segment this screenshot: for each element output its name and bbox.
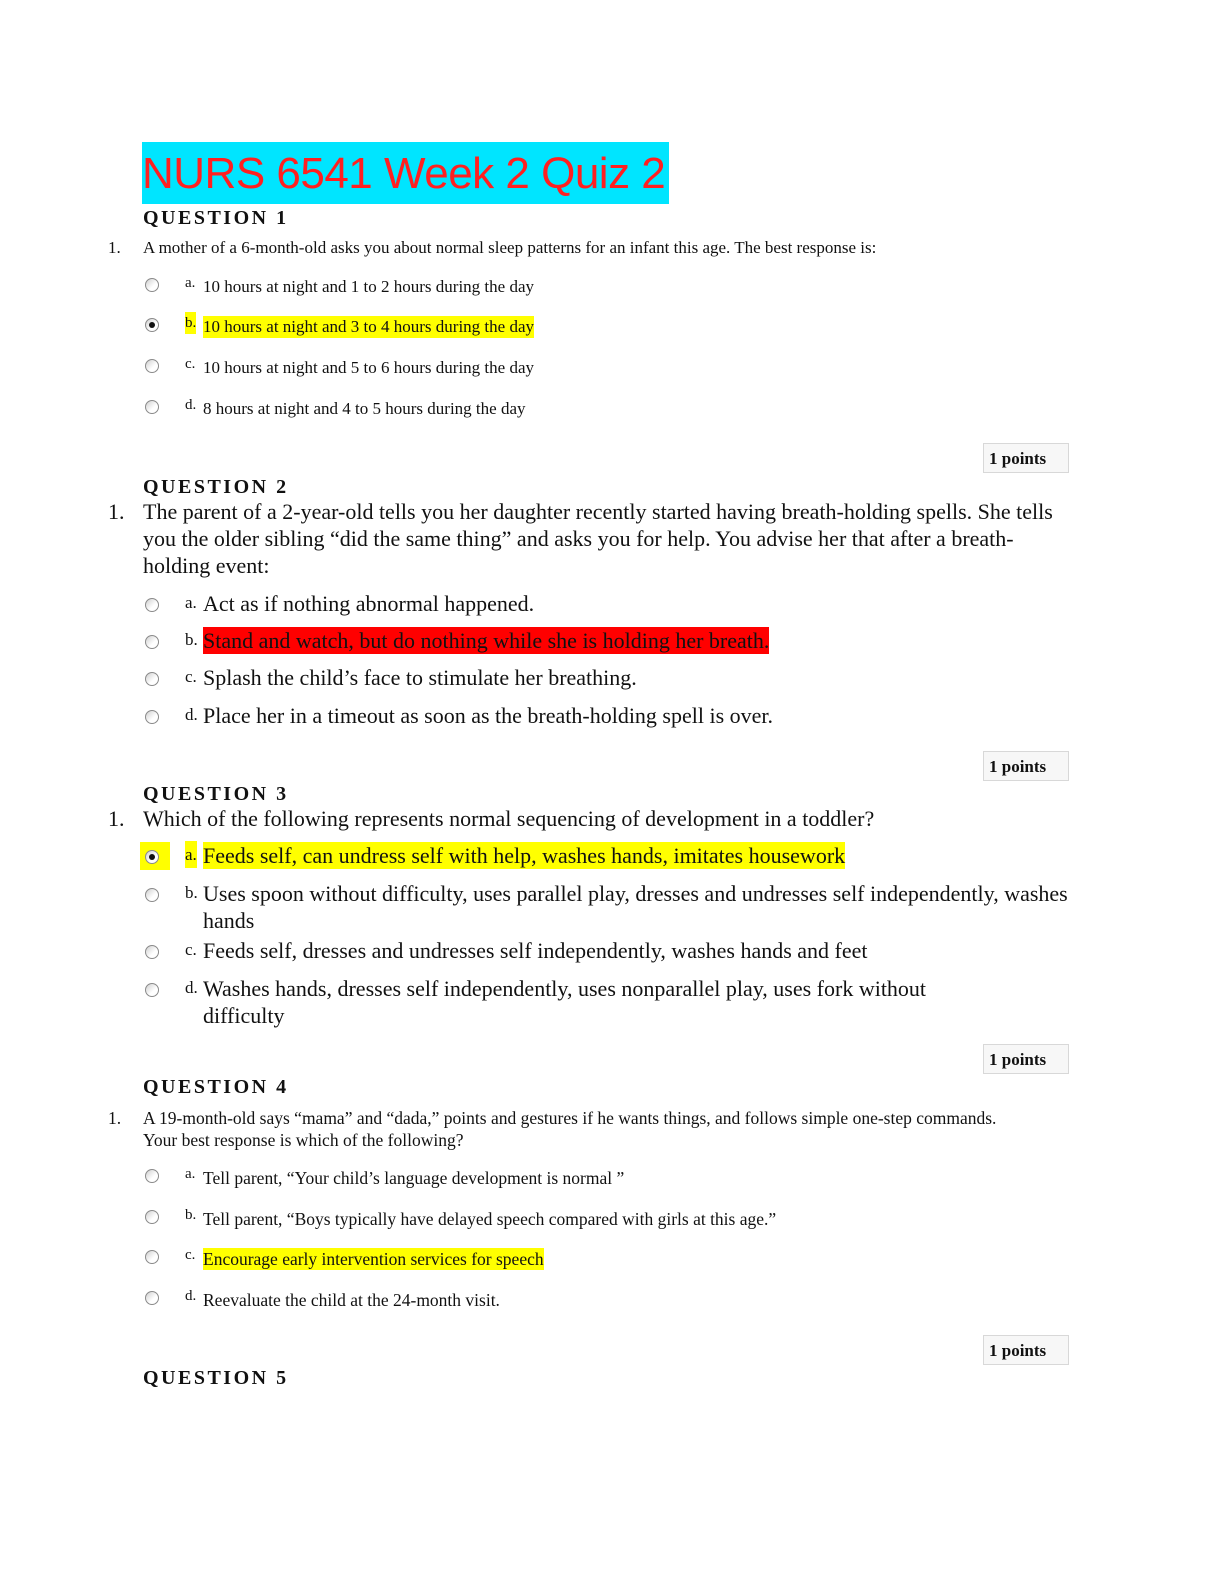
radio-unselected-icon[interactable] — [145, 359, 159, 373]
option-text-highlighted-incorrect: Stand and watch, but do nothing while sh… — [203, 627, 770, 654]
option-letter: c. — [185, 1247, 196, 1263]
option-letter: c. — [185, 940, 197, 959]
radio-unselected-icon[interactable] — [145, 945, 159, 959]
radio-unselected-icon[interactable] — [145, 710, 159, 724]
option-text: Uses spoon without difficulty, uses para… — [203, 881, 1068, 933]
option-text: Tell parent, “Your child’s language deve… — [203, 1168, 625, 1188]
question-3-number: 1. — [108, 806, 125, 831]
option-letter: b. — [185, 883, 198, 902]
points-badge: 1 points — [983, 1335, 1069, 1365]
radio-unselected-icon[interactable] — [145, 400, 159, 414]
radio-unselected-icon[interactable] — [145, 672, 159, 686]
option-text-highlighted: Feeds self, can undress self with help, … — [203, 842, 846, 869]
question-4-text: A 19-month-old says “mama” and “dada,” p… — [143, 1108, 997, 1150]
option-text: 10 hours at night and 1 to 2 hours durin… — [203, 277, 534, 296]
option-letter: a. — [185, 1166, 196, 1182]
question-3-header: QUESTION 3 — [143, 783, 289, 805]
question-3-text: Which of the following represents normal… — [143, 806, 875, 831]
radio-unselected-icon[interactable] — [145, 598, 159, 612]
radio-selected-icon[interactable] — [145, 850, 159, 864]
option-text: Tell parent, “Boys typically have delaye… — [203, 1209, 777, 1229]
option-letter: d. — [185, 978, 198, 997]
radio-unselected-icon[interactable] — [145, 278, 159, 292]
points-badge: 1 points — [983, 751, 1069, 781]
option-text-highlighted: 10 hours at night and 3 to 4 hours durin… — [203, 316, 534, 338]
radio-unselected-icon[interactable] — [145, 635, 159, 649]
option-text: Reevaluate the child at the 24-month vis… — [203, 1290, 500, 1310]
option-letter: d. — [185, 1288, 197, 1304]
option-text: 10 hours at night and 5 to 6 hours durin… — [203, 358, 534, 377]
option-letter: a. — [185, 275, 196, 291]
option-letter: c. — [185, 356, 196, 372]
option-text: Act as if nothing abnormal happened. — [203, 591, 535, 616]
question-1-number: 1. — [108, 238, 121, 257]
question-5-header: QUESTION 5 — [143, 1367, 289, 1389]
radio-selected-icon[interactable] — [145, 318, 159, 332]
option-letter: d. — [185, 397, 197, 413]
radio-unselected-icon[interactable] — [145, 1250, 159, 1264]
option-text: Place her in a timeout as soon as the br… — [203, 703, 774, 728]
radio-unselected-icon[interactable] — [145, 1169, 159, 1183]
radio-unselected-icon[interactable] — [145, 983, 159, 997]
question-2-text: The parent of a 2-year-old tells you her… — [143, 499, 1053, 578]
question-2-header: QUESTION 2 — [143, 476, 289, 498]
question-1-text: A mother of a 6-month-old asks you about… — [143, 238, 877, 257]
option-letter: c. — [185, 667, 197, 686]
option-letter: b. — [185, 630, 198, 649]
option-letter: d. — [185, 705, 198, 724]
option-text: Feeds self, dresses and undresses self i… — [203, 938, 868, 963]
radio-unselected-icon[interactable] — [145, 1210, 159, 1224]
option-letter: a. — [185, 841, 197, 868]
radio-unselected-icon[interactable] — [145, 888, 159, 902]
option-letter: a. — [185, 593, 197, 612]
question-4-header: QUESTION 4 — [143, 1076, 289, 1098]
points-badge: 1 points — [983, 443, 1069, 473]
radio-unselected-icon[interactable] — [145, 1291, 159, 1305]
option-letter: b. — [185, 1207, 197, 1223]
points-badge: 1 points — [983, 1044, 1069, 1074]
option-letter: b. — [185, 312, 197, 334]
question-2-number: 1. — [108, 499, 125, 524]
option-text-highlighted: Encourage early intervention services fo… — [203, 1248, 544, 1270]
option-text: Washes hands, dresses self independently… — [203, 976, 927, 1028]
option-text: 8 hours at night and 4 to 5 hours during… — [203, 399, 526, 418]
question-4-number: 1. — [108, 1108, 122, 1128]
question-1-header: QUESTION 1 — [143, 207, 289, 229]
page-title: NURS 6541 Week 2 Quiz 2 — [142, 142, 670, 204]
option-text: Splash the child’s face to stimulate her… — [203, 665, 637, 690]
